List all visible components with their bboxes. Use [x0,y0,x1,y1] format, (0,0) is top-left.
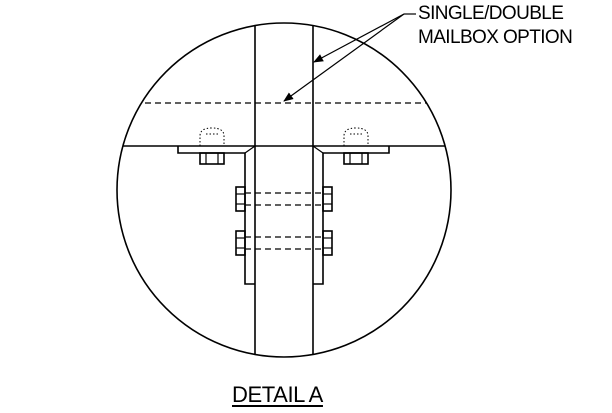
detail-title: DETAIL A [232,382,323,407]
right-bracket-inner [312,145,324,154]
right-bracket [313,146,390,285]
left-top-bolt-head [199,127,225,146]
detail-circle [116,22,452,358]
through-bolt-lower [235,230,333,256]
right-top-bolt-head [343,127,369,146]
callout-text-line1: SINGLE/DOUBLE [418,3,564,24]
callout-arrow-to-post [313,13,405,63]
left-top-nut [199,152,225,165]
left-bracket-inner [244,145,256,154]
left-bracket [177,146,255,285]
callout-text-line2: MAILBOX OPTION [418,27,573,48]
right-top-nut [343,152,369,165]
through-bolt-upper [235,186,333,212]
callout-arrow-to-dashed-line [283,13,405,102]
